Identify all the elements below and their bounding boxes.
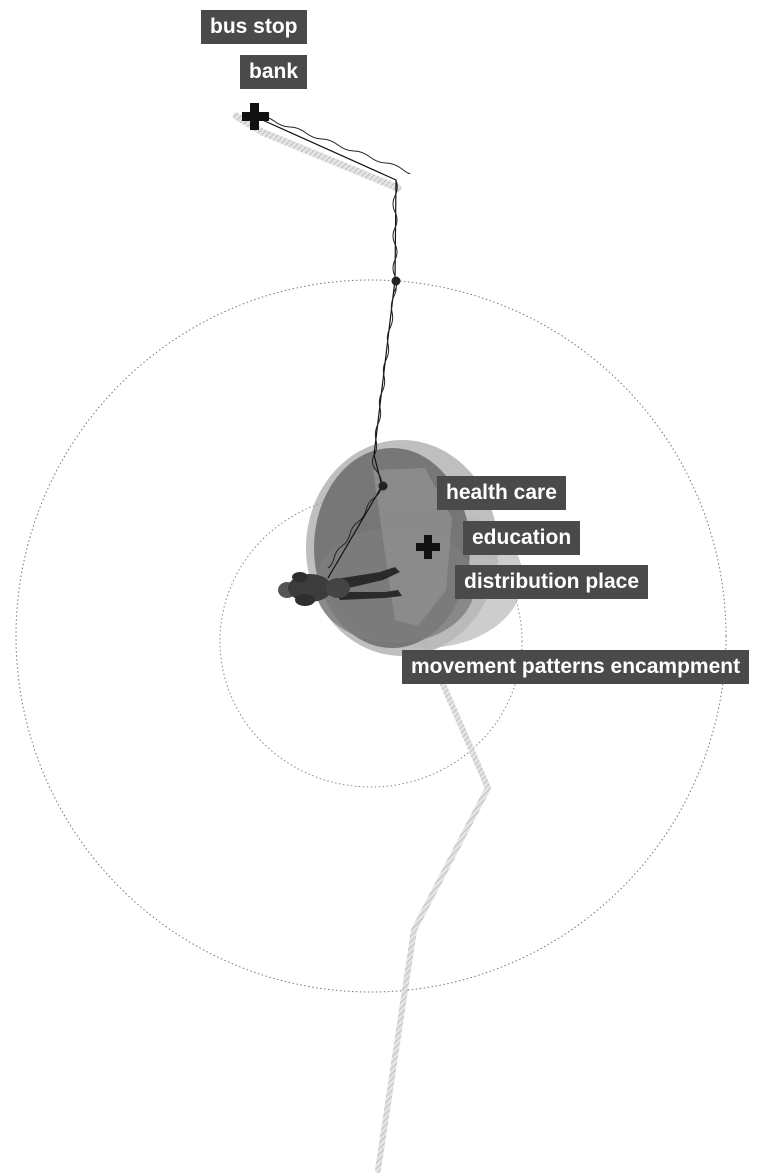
waypoint-dot xyxy=(392,277,401,286)
encampment-movement-path xyxy=(236,116,398,188)
encampment-movement-path-lower xyxy=(378,622,488,1170)
bank-label: bank xyxy=(240,55,307,89)
waypoint-dot xyxy=(379,482,388,491)
education-label: education xyxy=(463,521,580,555)
distribution-place-label: distribution place xyxy=(455,565,648,599)
movement-patterns-label: movement patterns encampment xyxy=(402,650,749,684)
health-care-label: health care xyxy=(437,476,566,510)
bus-stop-label: bus stop xyxy=(201,10,307,44)
